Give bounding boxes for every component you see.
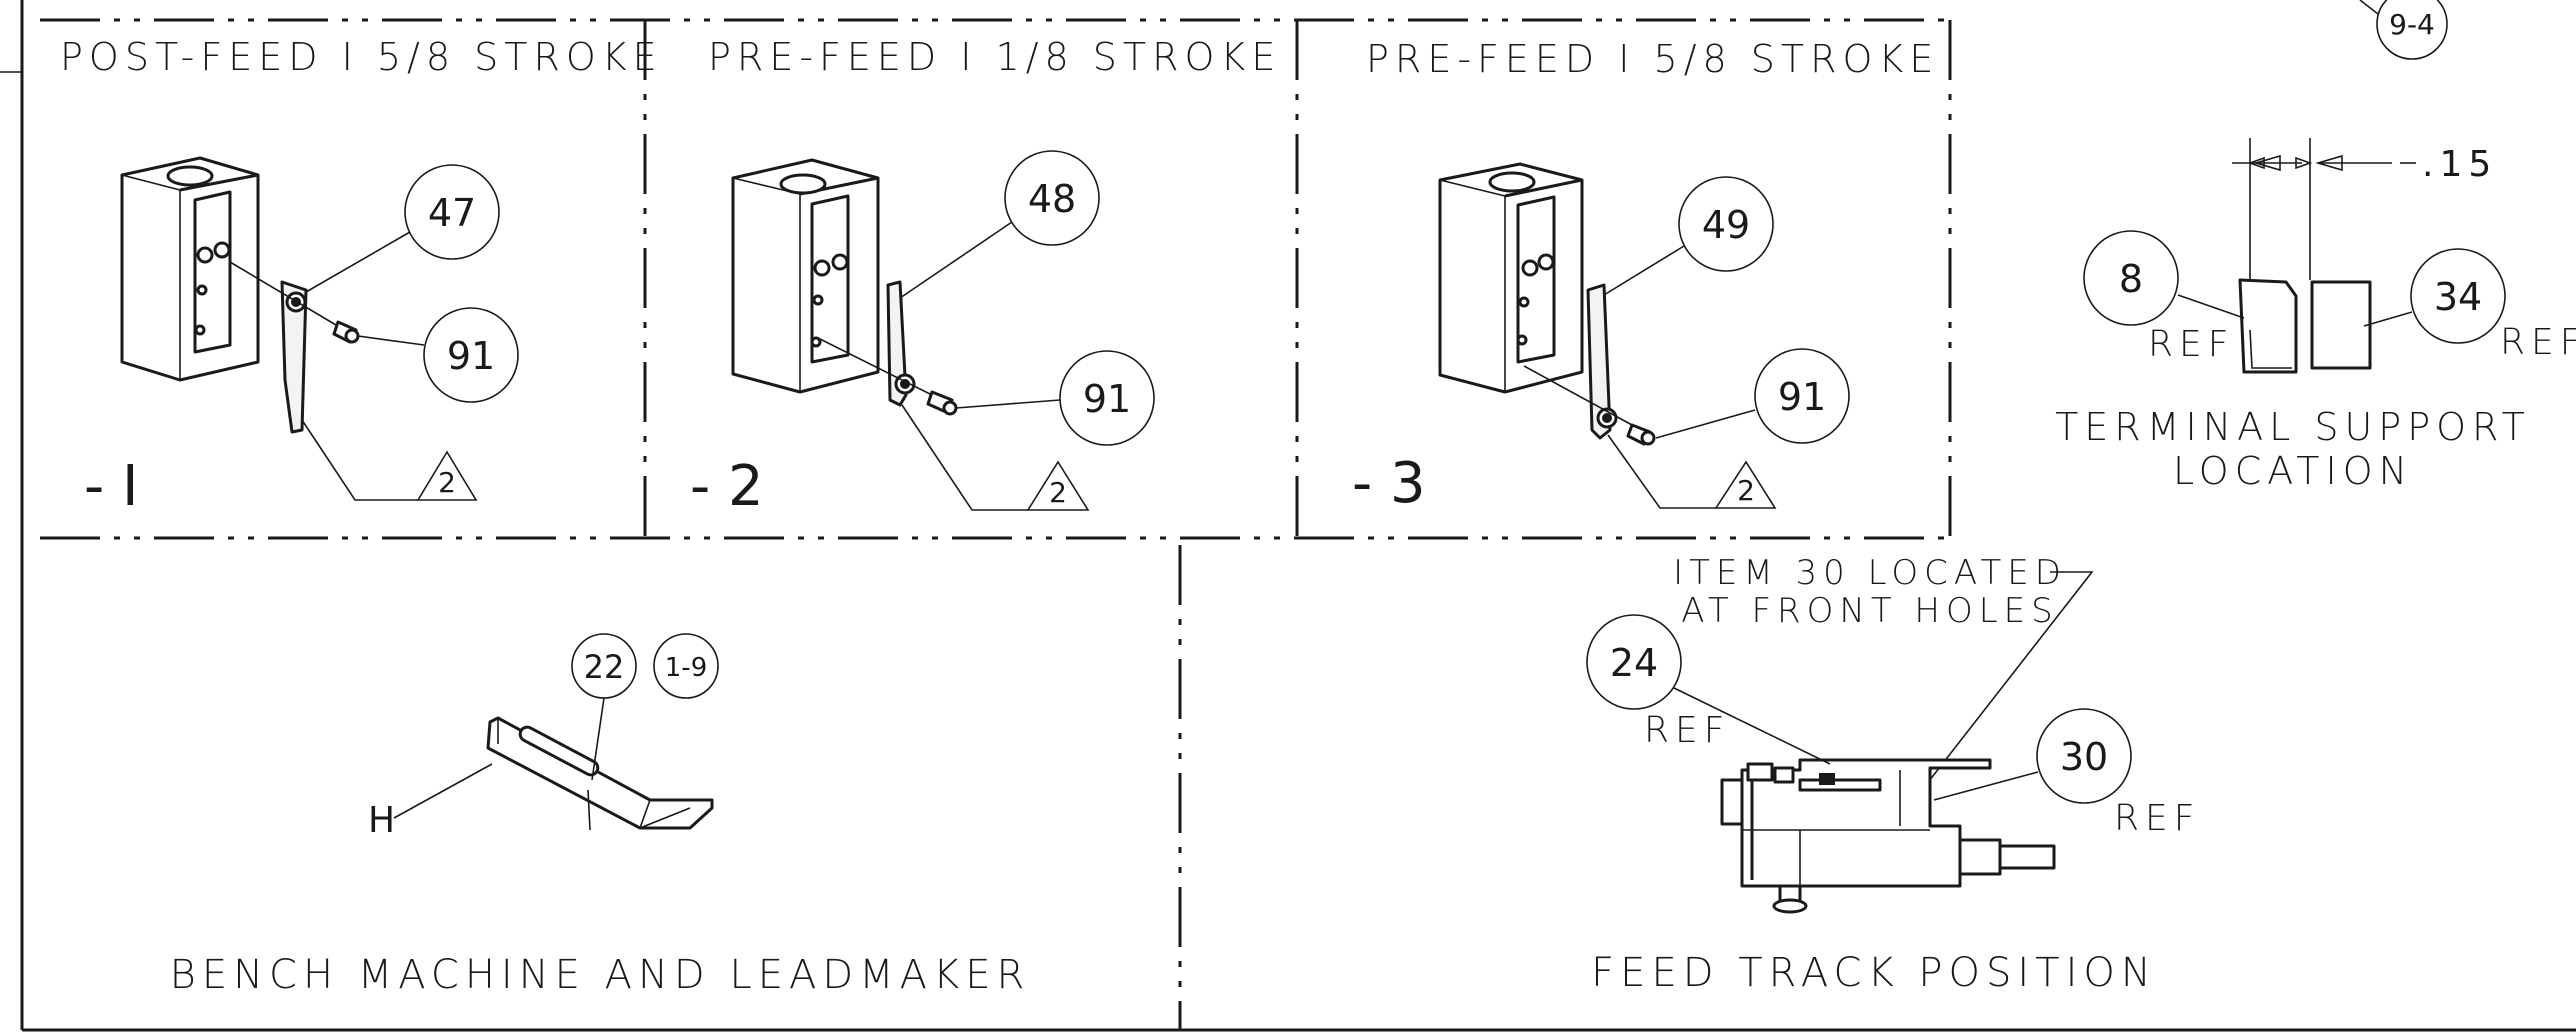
balloon-30: 30 REF bbox=[1933, 708, 2200, 839]
note-flag-1-text: 2 bbox=[438, 466, 456, 499]
bench-bracket bbox=[486, 716, 714, 831]
view-pre-feed-5-8: PRE-FEED I 5/8 STROKE 49 bbox=[1352, 37, 1939, 516]
screw-91-a bbox=[229, 261, 360, 344]
balloon-8-text: 8 bbox=[2119, 257, 2143, 301]
stroke-plate-49 bbox=[1586, 283, 1618, 440]
dimension-015: .15 bbox=[2232, 138, 2497, 280]
zone-ref-top: 9-4 bbox=[2359, 0, 2448, 60]
view-bench-machine: 22 1-9 H BENCH MACHINE AND LEADMAKER bbox=[170, 633, 1031, 998]
balloon-49-text: 49 bbox=[1702, 203, 1750, 247]
balloon-34-ref: REF bbox=[2500, 322, 2576, 363]
dash-label-2: - 2 bbox=[690, 454, 764, 519]
balloon-1-9-text: 1-9 bbox=[665, 653, 707, 683]
guide-block-1 bbox=[120, 156, 260, 382]
terminal-support-part bbox=[2238, 278, 2372, 374]
zone-ref-top-text: 9-4 bbox=[2389, 8, 2435, 41]
feed-track-assembly bbox=[1720, 758, 2056, 914]
view-post-feed: POST-FEED I 5/8 STROKE 47 bbox=[60, 35, 663, 519]
detail-box-frames bbox=[40, 18, 1952, 1030]
terminal-support-title-1: TERMINAL SUPPORT bbox=[2055, 405, 2531, 449]
balloon-24-text: 24 bbox=[1610, 641, 1658, 685]
callout-h: H bbox=[368, 763, 493, 841]
balloon-47-text: 47 bbox=[428, 191, 476, 235]
dash-label-1: - I bbox=[84, 454, 139, 519]
note-leader bbox=[1921, 571, 2094, 791]
dimension-015-text: .15 bbox=[2422, 144, 2497, 185]
balloon-48-text: 48 bbox=[1028, 177, 1076, 221]
balloon-8: 8 REF bbox=[2083, 230, 2245, 365]
balloon-30-ref: REF bbox=[2114, 798, 2200, 839]
view-pre-feed-1-8: PRE-FEED I 1/8 STROKE 48 bbox=[690, 35, 1281, 519]
balloon-34-text: 34 bbox=[2434, 275, 2482, 319]
dash-label-3: - 3 bbox=[1352, 451, 1426, 516]
balloon-91-a-text: 91 bbox=[447, 334, 495, 378]
balloon-34: 34 REF bbox=[2363, 248, 2576, 363]
feed-track-note-1: ITEM 30 LOCATED bbox=[1673, 553, 2067, 593]
note-flag-3-text: 2 bbox=[1737, 474, 1755, 507]
stroke-plate-47 bbox=[280, 280, 308, 434]
balloon-91-b: 91 bbox=[955, 350, 1155, 446]
balloon-24-ref: REF bbox=[1644, 710, 1730, 751]
note-flag-3: 2 bbox=[1607, 434, 1777, 509]
guide-block-2 bbox=[731, 158, 880, 394]
note-flag-2: 2 bbox=[901, 404, 1090, 511]
balloon-49: 49 bbox=[1603, 176, 1774, 296]
stroke-plate-48 bbox=[886, 280, 916, 407]
balloon-91-c: 91 bbox=[1655, 348, 1850, 444]
balloon-22-text: 22 bbox=[584, 648, 625, 686]
balloon-30-text: 30 bbox=[2060, 735, 2108, 779]
balloon-22: 22 bbox=[571, 633, 637, 781]
balloon-48: 48 bbox=[899, 150, 1100, 299]
view-title-pre-feed-1-8: PRE-FEED I 1/8 STROKE bbox=[708, 35, 1281, 79]
view-title-pre-feed-5-8: PRE-FEED I 5/8 STROKE bbox=[1366, 37, 1939, 81]
note-flag-1: 2 bbox=[301, 419, 478, 501]
balloon-8-ref: REF bbox=[2148, 324, 2234, 365]
balloon-91-b-text: 91 bbox=[1083, 377, 1131, 421]
balloon-91-c-text: 91 bbox=[1778, 375, 1826, 419]
balloon-24: 24 REF bbox=[1586, 614, 1831, 765]
view-feed-track: ITEM 30 LOCATED AT FRONT HOLES 24 REF bbox=[1586, 553, 2200, 996]
note-flag-2-text: 2 bbox=[1049, 476, 1067, 509]
balloon-47: 47 bbox=[305, 164, 500, 293]
balloon-1-9: 1-9 bbox=[653, 633, 719, 699]
feed-track-title: FEED TRACK POSITION bbox=[1591, 950, 2157, 996]
screw-91-c bbox=[1523, 365, 1656, 446]
balloon-91-a: 91 bbox=[357, 307, 519, 403]
view-title-post-feed: POST-FEED I 5/8 STROKE bbox=[60, 35, 663, 79]
guide-block-3 bbox=[1438, 162, 1584, 394]
bench-title: BENCH MACHINE AND LEADMAKER bbox=[170, 952, 1031, 998]
feed-track-note-2: AT FRONT HOLES bbox=[1681, 591, 2058, 631]
callout-h-text: H bbox=[368, 800, 395, 841]
view-terminal-support: .15 8 REF 34 REF TERMINAL SUPPORT LOCATI… bbox=[2055, 138, 2576, 493]
terminal-support-title-2: LOCATION bbox=[2173, 449, 2413, 493]
